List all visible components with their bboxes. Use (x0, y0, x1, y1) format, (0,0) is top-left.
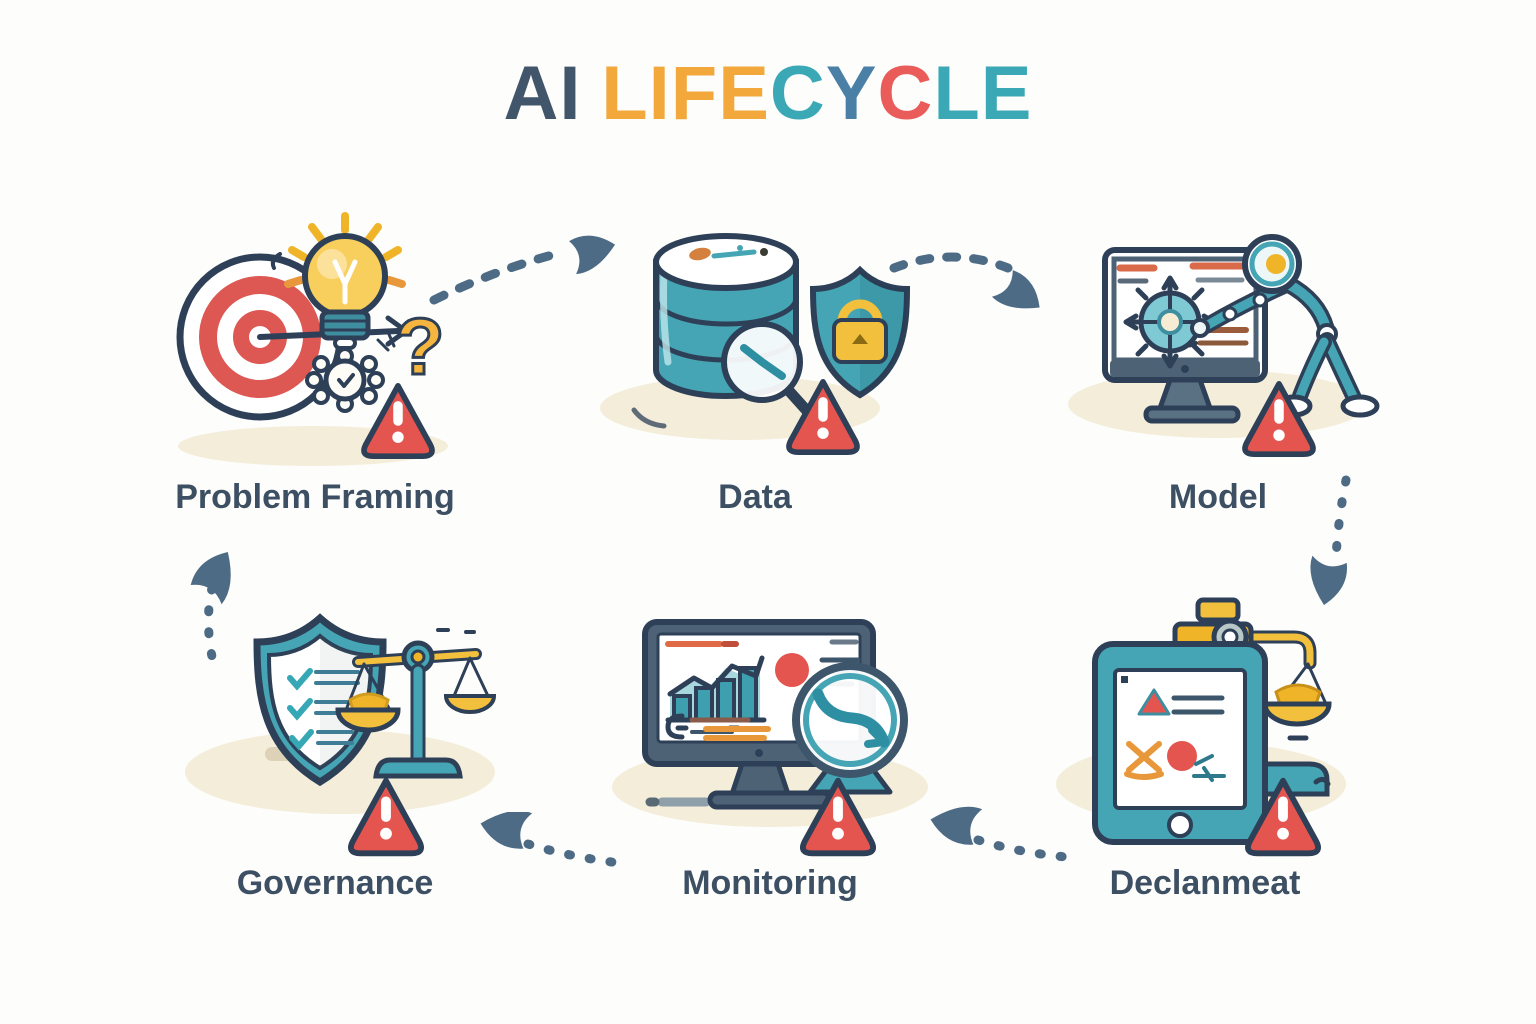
stage-label: Model (1168, 478, 1268, 516)
stage-model: Model (1048, 212, 1388, 517)
target-icon (176, 253, 409, 421)
stage-label: Problem Framing (175, 478, 455, 516)
model-illustration (1068, 234, 1380, 458)
monitoring-illustration (612, 619, 928, 857)
arrow-data-to-model (889, 252, 1040, 309)
arrow-problem-framing-to-data (429, 235, 616, 305)
magnifier-icon (792, 662, 908, 795)
warning-triangle-icon (348, 777, 424, 857)
stage-label: Declanmeat (1109, 864, 1301, 902)
title-segment: LIFE (601, 51, 770, 136)
title-segment: C (877, 51, 934, 136)
stage-governance: Governance (150, 592, 520, 903)
warning-triangle-icon (1245, 777, 1321, 857)
title-segment: Y (825, 51, 878, 136)
arrow-model-to-deployment (1310, 475, 1351, 605)
stage-problem-framing: ? Problem Framing (140, 212, 490, 517)
stage-label: Governance (236, 864, 434, 902)
magnifier-icon (721, 321, 814, 418)
warning-triangle-icon (361, 383, 435, 460)
question-mark-icon: ? (376, 301, 446, 393)
shield-checklist-icon (253, 613, 387, 787)
tablet-icon (1092, 618, 1268, 845)
shield-lock-icon (809, 265, 911, 399)
dock-stand (1252, 761, 1330, 797)
warning-triangle-icon (786, 379, 860, 456)
arrow-deployment-to-monitoring (930, 806, 1083, 863)
dashboard-monitor-icon (642, 619, 876, 810)
deployment-illustration (1056, 597, 1346, 857)
title-segment: LE (933, 51, 1033, 136)
stage-label: Monitoring (682, 864, 858, 902)
balance-scale-icon (335, 628, 497, 779)
warning-triangle-icon (800, 777, 876, 857)
arrow-monitoring-to-governance (480, 812, 633, 869)
title-segment: C (769, 51, 826, 136)
title-segment: AI (503, 51, 582, 136)
lightbulb-icon (270, 212, 406, 350)
data-illustration (600, 233, 911, 456)
stage-deployment: Declanmeat (1040, 592, 1370, 903)
stage-data: Data (590, 212, 920, 517)
stage-monitoring: Monitoring (600, 592, 940, 903)
warning-triangle-icon (1242, 381, 1316, 458)
arrow-governance-to-problem-framing (190, 552, 231, 671)
problem-framing-illustration: ? (176, 212, 448, 466)
governance-illustration (185, 613, 497, 857)
balance-scale-icon (1195, 597, 1332, 787)
gear-compass-icon (1123, 275, 1217, 369)
svg-text:?: ? (396, 302, 445, 391)
stage-label: Data (718, 478, 792, 516)
gear-icon (305, 347, 385, 413)
